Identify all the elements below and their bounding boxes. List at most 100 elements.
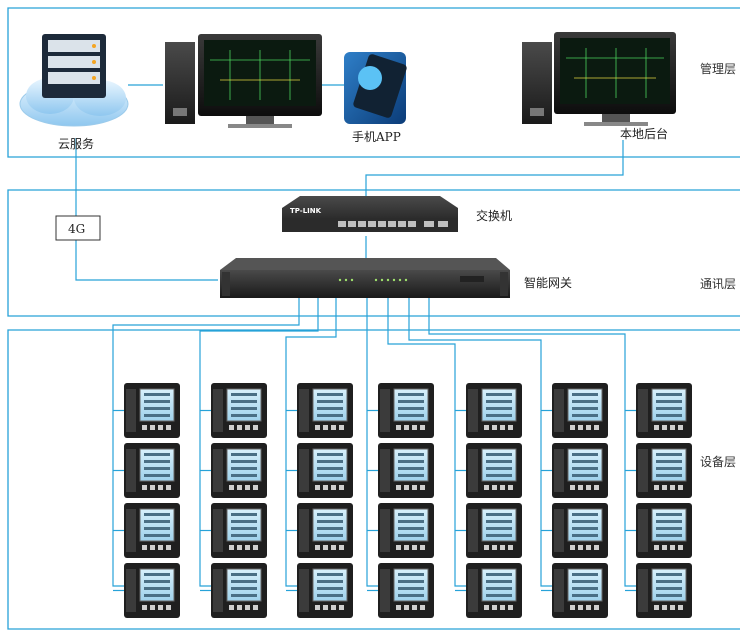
meter-button — [166, 605, 171, 610]
meter-screen-line — [231, 474, 257, 477]
meter-button — [237, 605, 242, 610]
meter-screen-line — [231, 393, 257, 396]
meter-button — [654, 485, 659, 490]
meter-screen-line — [572, 453, 598, 456]
meter-button — [586, 545, 591, 550]
meter-screen-line — [231, 400, 257, 403]
meter-screen-line — [231, 520, 257, 523]
meter-button — [142, 545, 147, 550]
meter-screen-line — [656, 460, 682, 463]
link-4g-box: 4G — [55, 215, 101, 241]
mobile-app-label: 手机APP — [352, 130, 401, 144]
meter-button — [578, 425, 583, 430]
meter-screen-line — [656, 407, 682, 410]
meter-button — [662, 485, 667, 490]
meter-button — [412, 425, 417, 430]
meter-button — [331, 605, 336, 610]
meter-screen-line — [486, 400, 512, 403]
meter-button — [237, 425, 242, 430]
meter-screen-line — [572, 474, 598, 477]
link-4g-label: 4G — [68, 222, 85, 236]
meter-button — [662, 605, 667, 610]
power-meter — [378, 503, 434, 558]
meter-screen-line — [231, 513, 257, 516]
meter-screen-line — [317, 414, 343, 417]
meter-button — [229, 605, 234, 610]
power-meter — [378, 383, 434, 438]
switch-label: 交换机 — [476, 208, 512, 223]
meter-screen-line — [398, 513, 424, 516]
meter-screen-line — [317, 474, 343, 477]
meter-button — [594, 605, 599, 610]
meter-button — [508, 605, 513, 610]
meter-button — [331, 545, 336, 550]
meter-side-panel — [380, 449, 390, 492]
meter-screen-line — [144, 534, 170, 537]
meter-button — [586, 485, 591, 490]
meter-screen-line — [572, 393, 598, 396]
meter-button — [484, 605, 489, 610]
meter-side-panel — [213, 449, 223, 492]
meter-button — [229, 485, 234, 490]
meter-screen-line — [572, 580, 598, 583]
mobile-app: 手机APP — [344, 52, 407, 144]
local-backend-pc: 本地后台 — [522, 32, 676, 141]
meter-screen-line — [398, 400, 424, 403]
phone-icon — [344, 52, 407, 124]
meter-side-panel — [213, 509, 223, 552]
meter-button — [570, 425, 575, 430]
meter-button — [253, 545, 258, 550]
wires-device-bus — [112, 298, 636, 592]
meter-button — [404, 545, 409, 550]
meter-screen-line — [486, 580, 512, 583]
meter-button — [570, 605, 575, 610]
meter-screen-line — [144, 393, 170, 396]
meter-button — [142, 485, 147, 490]
meter-button — [654, 425, 659, 430]
meter-screen-line — [231, 534, 257, 537]
meter-screen-line — [656, 534, 682, 537]
power-meter — [211, 503, 267, 558]
meter-button — [670, 605, 675, 610]
meter-button — [404, 425, 409, 430]
meter-button — [662, 545, 667, 550]
meter-button — [237, 545, 242, 550]
meter-side-panel — [380, 569, 390, 612]
meter-button — [412, 605, 417, 610]
meter-button — [253, 485, 258, 490]
meter-screen-line — [656, 453, 682, 456]
device-layer-frame — [7, 329, 740, 630]
meter-screen-line — [317, 520, 343, 523]
meter-side-panel — [468, 509, 478, 552]
meter-screen-line — [231, 580, 257, 583]
meter-screen-line — [572, 460, 598, 463]
meter-screen-line — [144, 594, 170, 597]
meter-screen-line — [398, 520, 424, 523]
meter-screen-line — [398, 594, 424, 597]
meter-screen-line — [231, 587, 257, 590]
meter-button — [508, 485, 513, 490]
meter-screen-line — [572, 467, 598, 470]
power-meter-grid — [124, 383, 692, 618]
meter-screen-line — [486, 460, 512, 463]
meter-button — [500, 545, 505, 550]
meter-button — [396, 545, 401, 550]
meter-button — [158, 485, 163, 490]
meter-screen-line — [398, 573, 424, 576]
meter-side-panel — [213, 569, 223, 612]
meter-button — [500, 605, 505, 610]
meter-button — [166, 425, 171, 430]
meter-screen-line — [398, 527, 424, 530]
meter-screen-line — [231, 407, 257, 410]
meter-screen-line — [144, 587, 170, 590]
meter-screen-line — [317, 467, 343, 470]
meter-button — [578, 545, 583, 550]
meter-side-panel — [299, 389, 309, 432]
meter-screen-line — [144, 453, 170, 456]
power-meter — [124, 443, 180, 498]
meter-button — [500, 425, 505, 430]
meter-button — [578, 485, 583, 490]
meter-button — [150, 485, 155, 490]
meter-button — [396, 485, 401, 490]
power-meter — [378, 443, 434, 498]
